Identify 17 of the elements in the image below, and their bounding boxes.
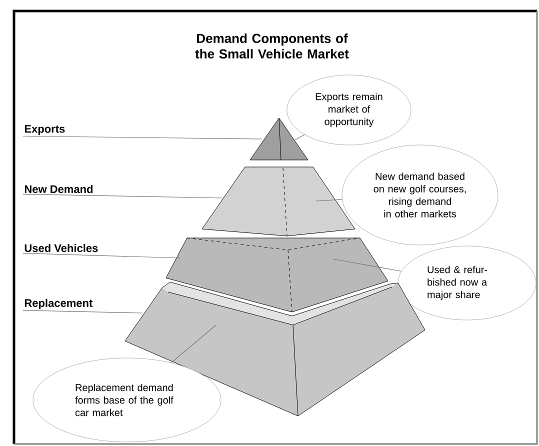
layer-label: New Demand (24, 184, 93, 194)
leader-line (316, 199, 342, 202)
leader-line (332, 258, 402, 272)
layer-label: Replacement (24, 298, 93, 310)
title: Demand Components of the Small Vehicle Market (195, 33, 349, 59)
leader-line (22, 136, 262, 140)
pyramid-layer (250, 118, 308, 160)
pyramid-layer (202, 166, 356, 236)
node-label: Replacement demand forms base of the golf car market (75, 384, 174, 416)
layer-label: Used Vehicles (24, 244, 98, 252)
leader-line (170, 324, 216, 364)
leader-line (22, 310, 142, 314)
leader-line (22, 194, 222, 198)
pyramid-layer (166, 238, 388, 312)
leader-line (22, 252, 180, 258)
layer-label: Exports (24, 125, 65, 135)
leader-line (294, 134, 305, 140)
